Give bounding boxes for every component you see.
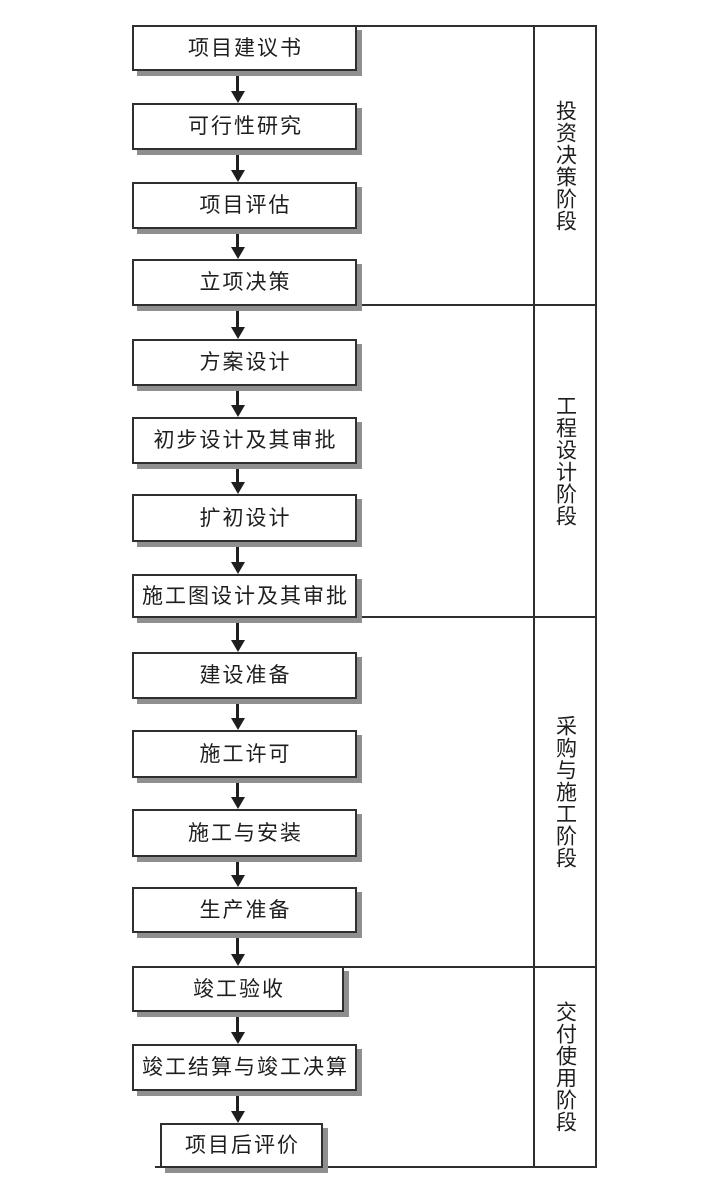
connector-line-top xyxy=(356,25,535,27)
arrow-stem xyxy=(236,857,239,875)
arrow-stem xyxy=(236,150,239,170)
flow-box-project-proposal: 项目建议书 xyxy=(132,25,357,71)
arrow-stem xyxy=(236,933,239,954)
down-arrow-icon xyxy=(230,464,245,494)
connector-line-divider-1 xyxy=(356,304,535,306)
down-arrow-icon xyxy=(230,1091,245,1123)
flow-box-label: 项目评估 xyxy=(199,193,292,217)
phase-label: 采购与施工阶段 xyxy=(553,715,578,869)
arrow-stem xyxy=(236,306,239,327)
flow-box-extended-preliminary-design: 扩初设计 xyxy=(132,494,357,542)
arrow-head xyxy=(230,1111,245,1123)
flow-box-label: 竣工结算与竣工决算 xyxy=(142,1055,349,1079)
flow-box-label: 可行性研究 xyxy=(188,114,303,138)
down-arrow-icon xyxy=(230,150,245,182)
flow-box-label: 项目建议书 xyxy=(188,35,303,60)
flow-box-label: 扩初设计 xyxy=(199,505,292,530)
flow-box-label: 竣工验收 xyxy=(193,976,285,1001)
down-arrow-icon xyxy=(230,778,245,809)
down-arrow-icon xyxy=(230,542,245,574)
arrow-head xyxy=(230,247,245,259)
flow-box-scheme-design: 方案设计 xyxy=(132,339,357,386)
arrow-head xyxy=(230,327,245,339)
arrow-head xyxy=(230,954,245,966)
arrow-stem xyxy=(236,618,239,640)
arrow-head xyxy=(230,562,245,574)
down-arrow-icon xyxy=(230,699,245,730)
arrow-head xyxy=(230,718,245,730)
arrow-head xyxy=(230,91,245,103)
arrow-stem xyxy=(236,464,239,482)
flow-box-construction-installation: 施工与安装 xyxy=(132,809,357,857)
connector-line-divider-2 xyxy=(356,616,535,618)
phase-section-procurement-construction: 采购与施工阶段 xyxy=(533,616,597,968)
flow-box-production-preparation: 生产准备 xyxy=(132,887,357,933)
flow-box-post-project-evaluation: 项目后评价 xyxy=(160,1123,323,1168)
arrow-stem xyxy=(236,699,239,718)
arrow-head xyxy=(230,482,245,494)
flow-box-label: 建设准备 xyxy=(199,663,292,687)
arrow-stem xyxy=(236,71,239,91)
flow-box-construction-drawing-design-approval: 施工图设计及其审批 xyxy=(132,574,357,618)
phase-section-engineering-design: 工程设计阶段 xyxy=(533,304,597,618)
flow-box-completion-settlement-final-accounts: 竣工结算与竣工决算 xyxy=(132,1044,357,1091)
flow-box-project-evaluation: 项目评估 xyxy=(132,182,357,229)
down-arrow-icon xyxy=(230,229,245,259)
flow-box-label: 立项决策 xyxy=(199,270,292,294)
flow-box-label: 初步设计及其审批 xyxy=(153,428,338,452)
down-arrow-icon xyxy=(230,306,245,339)
arrow-stem xyxy=(236,1012,239,1032)
arrow-head xyxy=(230,1032,245,1044)
flow-box-preliminary-design-approval: 初步设计及其审批 xyxy=(132,417,357,464)
down-arrow-icon xyxy=(230,71,245,103)
phase-label: 工程设计阶段 xyxy=(553,395,578,527)
down-arrow-icon xyxy=(230,933,245,966)
flow-box-construction-permit: 施工许可 xyxy=(132,730,357,778)
phase-section-investment-decision: 投资决策阶段 xyxy=(533,25,597,306)
arrow-head xyxy=(230,170,245,182)
flow-box-completion-acceptance: 竣工验收 xyxy=(132,966,344,1012)
arrow-stem xyxy=(236,1091,239,1111)
arrow-stem xyxy=(236,386,239,405)
flow-box-construction-preparation: 建设准备 xyxy=(132,652,357,699)
down-arrow-icon xyxy=(230,386,245,417)
flow-box-approval-decision: 立项决策 xyxy=(132,259,357,306)
flow-box-feasibility-study: 可行性研究 xyxy=(132,103,357,150)
flow-box-label: 施工许可 xyxy=(199,741,292,766)
phase-label: 交付使用阶段 xyxy=(553,1001,578,1133)
arrow-stem xyxy=(236,542,239,562)
flow-box-label: 施工与安装 xyxy=(188,820,303,845)
connector-line-bottom xyxy=(155,1166,535,1168)
phase-section-delivery-use: 交付使用阶段 xyxy=(533,966,597,1168)
flow-box-label: 施工图设计及其审批 xyxy=(142,583,349,608)
phase-label: 投资决策阶段 xyxy=(553,99,578,232)
flow-box-label: 方案设计 xyxy=(199,350,292,374)
arrow-head xyxy=(230,797,245,809)
flow-box-label: 项目后评价 xyxy=(185,1133,300,1157)
down-arrow-icon xyxy=(230,1012,245,1044)
arrow-head xyxy=(230,640,245,652)
down-arrow-icon xyxy=(230,857,245,887)
connector-line-divider-3 xyxy=(344,966,535,968)
arrow-stem xyxy=(236,778,239,797)
arrow-head xyxy=(230,875,245,887)
arrow-head xyxy=(230,405,245,417)
flow-box-label: 生产准备 xyxy=(199,897,292,922)
arrow-stem xyxy=(236,229,239,247)
down-arrow-icon xyxy=(230,618,245,652)
